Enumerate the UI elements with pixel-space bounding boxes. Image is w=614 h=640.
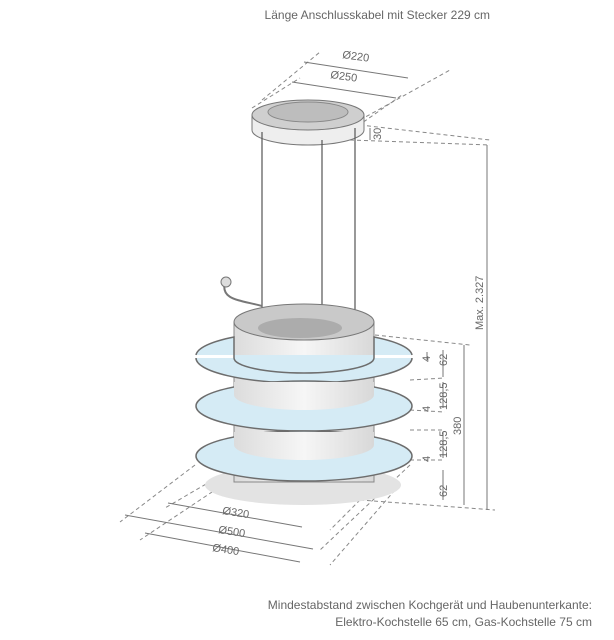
dim-ring-thickness-1: 4 xyxy=(421,356,433,362)
dim-ring-thickness-2: 4 xyxy=(421,406,433,412)
dim-ring-thickness-3: 4 xyxy=(421,456,433,462)
dim-bottom-offset: 62 xyxy=(438,485,450,497)
cable-length-note: Länge Anschlusskabel mit Stecker 229 cm xyxy=(264,8,490,22)
dim-canopy-height: 30 xyxy=(372,128,384,140)
dim-ring-diameter: Ø500 xyxy=(218,524,246,540)
dim-base-diameter: Ø400 xyxy=(212,542,240,558)
plug-icon xyxy=(220,276,232,288)
footer-line-2: Elektro-Kochstelle 65 cm, Gas-Kochstelle… xyxy=(335,615,592,629)
footer-line-1: Mindestabstand zwischen Kochgerät und Ha… xyxy=(267,598,592,612)
ceiling-canopy xyxy=(251,99,365,146)
dim-ring-spacing-2: 128,5 xyxy=(438,430,450,458)
dim-max-height: Max. 2.327 xyxy=(474,276,486,330)
dim-top-offset: 62 xyxy=(438,354,450,366)
suspension-cables xyxy=(261,128,356,325)
dim-canopy-outer: Ø220 xyxy=(342,49,370,65)
dim-canopy-ring: Ø250 xyxy=(330,69,358,85)
dim-ring-spacing-1: 128,5 xyxy=(438,382,450,410)
dim-body-diameter: Ø320 xyxy=(222,505,250,521)
dimension-guides xyxy=(119,51,496,566)
dimension-lines xyxy=(124,61,488,563)
glass-rings xyxy=(195,336,413,482)
dim-body-height: 380 xyxy=(452,417,464,435)
